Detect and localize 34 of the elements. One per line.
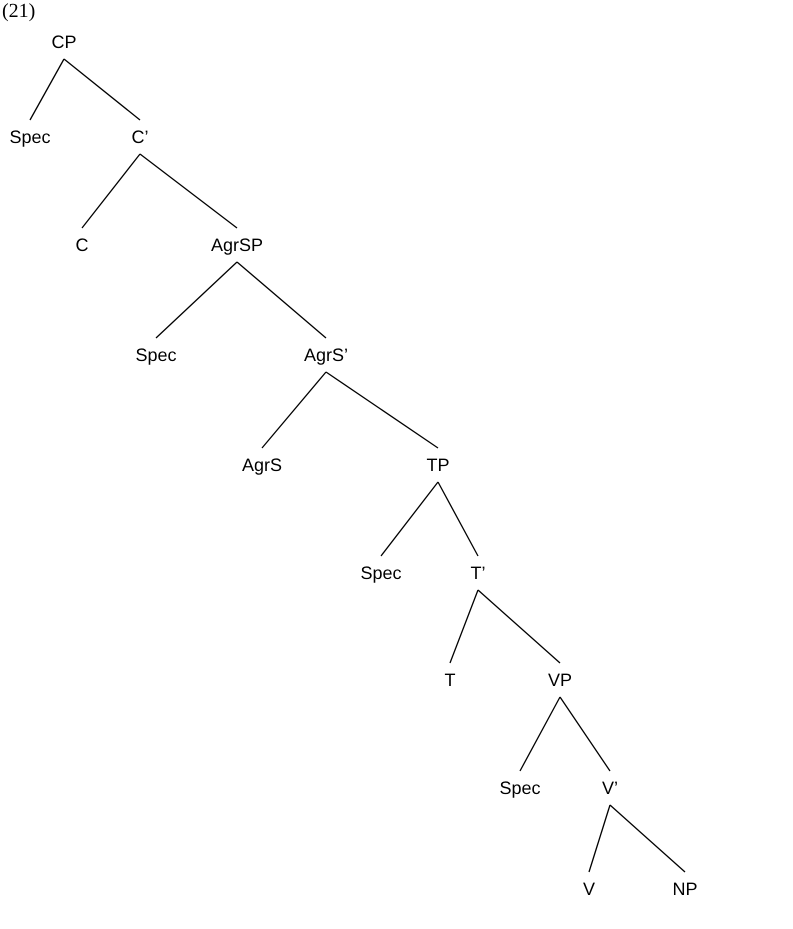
category-label: CP (50, 31, 78, 53)
branch-line (156, 262, 238, 338)
category-label: TP (424, 454, 452, 476)
branch-line (81, 154, 141, 228)
branch-line (326, 371, 438, 449)
branch-line (449, 590, 479, 664)
category-label: AgrSP (208, 234, 266, 256)
branch-line (559, 696, 611, 772)
category-label: V (581, 878, 597, 900)
category-label: C’ (130, 126, 150, 148)
branch-line (588, 804, 611, 872)
category-label: AgrS’ (302, 344, 350, 366)
branch-line (64, 58, 140, 120)
category-label: T’ (468, 562, 488, 584)
category-label: Spec (358, 562, 404, 584)
branch-line (236, 262, 326, 338)
branch-line (29, 58, 65, 120)
branch-line (519, 696, 561, 772)
category-label: Spec (133, 344, 179, 366)
branch-line (437, 482, 479, 556)
branch-line (478, 590, 560, 664)
category-label: V’ (600, 777, 620, 799)
category-label: Spec (7, 126, 53, 148)
category-label: C (74, 234, 90, 256)
branch-line (262, 372, 326, 448)
category-label: AgrS (240, 454, 284, 476)
branch-line (140, 153, 238, 229)
category-label: VP (546, 669, 574, 691)
example-number: (21) (2, 0, 36, 23)
category-label: T (442, 669, 458, 691)
branch-line (380, 482, 439, 556)
branch-line (610, 804, 686, 872)
category-label: Spec (497, 777, 543, 799)
category-label: NP (670, 878, 700, 900)
